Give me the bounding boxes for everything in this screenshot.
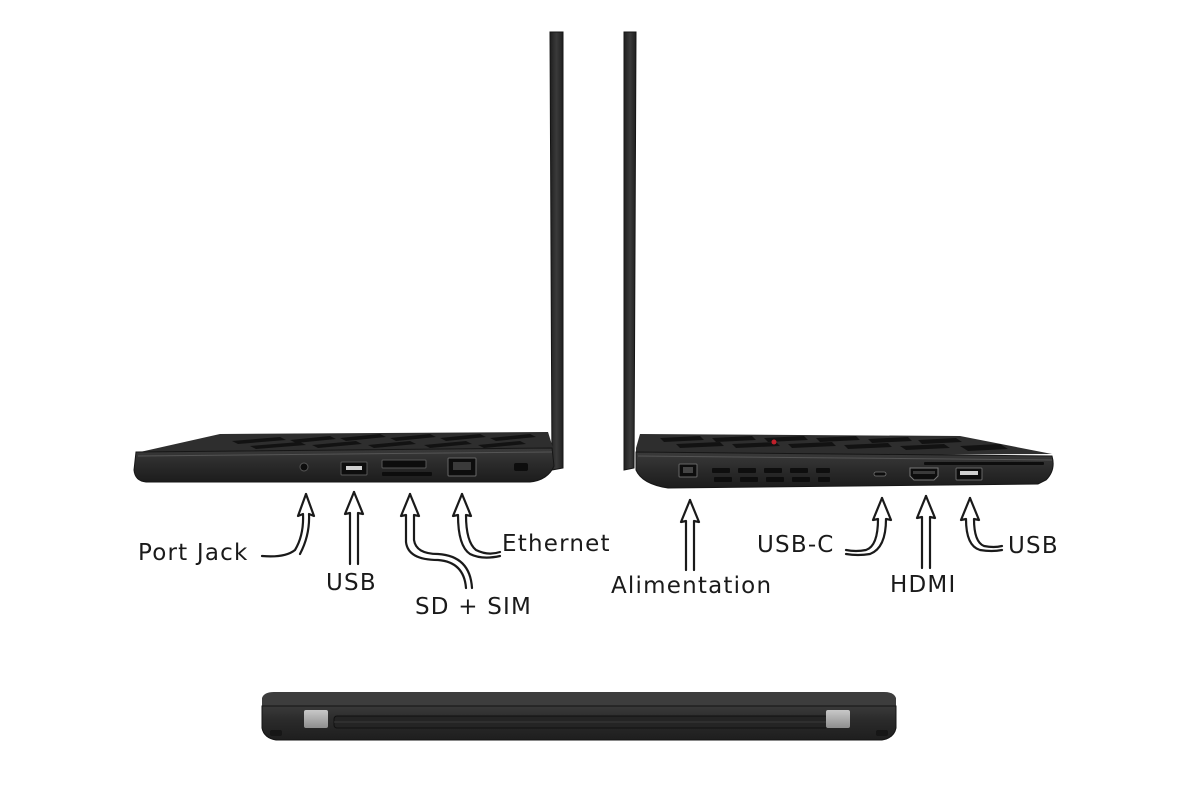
cooling-vents	[712, 468, 830, 482]
laptop-left-side-view	[133, 31, 564, 483]
sim-card-slot	[382, 472, 432, 476]
arrow-port-jack	[260, 492, 316, 558]
label-usb-left: USB	[326, 570, 377, 596]
label-alimentation: Alimentation	[611, 573, 773, 599]
right-laptop-lid	[623, 31, 637, 471]
left-laptop-keys	[232, 434, 536, 449]
laptop-right-side-view	[623, 31, 1054, 489]
sd-card-slot	[381, 459, 427, 469]
arrow-sd-sim	[399, 492, 474, 590]
label-port-jack: Port Jack	[138, 540, 249, 566]
arrow-alimentation	[679, 498, 701, 572]
label-usb-right: USB	[1008, 533, 1059, 559]
arrow-hdmi	[915, 494, 937, 570]
laptop-lid-back-edge	[262, 692, 896, 708]
right-hinge	[826, 710, 850, 728]
right-laptop-base	[635, 451, 1054, 489]
arrow-ethernet	[451, 492, 502, 559]
smart-card-slot	[924, 462, 1044, 465]
arrow-usb-right	[959, 496, 1004, 553]
label-usb-c: USB-C	[757, 532, 835, 558]
trackpoint-dot	[771, 439, 777, 445]
security-lock-slot	[514, 463, 528, 471]
arrow-usb-left	[343, 490, 365, 566]
arrow-usb-c	[844, 496, 893, 557]
label-hdmi: HDMI	[890, 572, 957, 598]
usb-c-port	[873, 471, 887, 477]
label-sd-sim: SD + SIM	[415, 594, 533, 620]
left-hinge	[304, 710, 328, 728]
headphone-jack-port	[299, 462, 309, 472]
pointer-arrows	[260, 490, 1004, 590]
left-laptop-lid	[549, 31, 564, 471]
label-ethernet: Ethernet	[502, 531, 611, 557]
laptop-back-view	[261, 692, 897, 741]
right-laptop-keys	[660, 436, 1008, 451]
